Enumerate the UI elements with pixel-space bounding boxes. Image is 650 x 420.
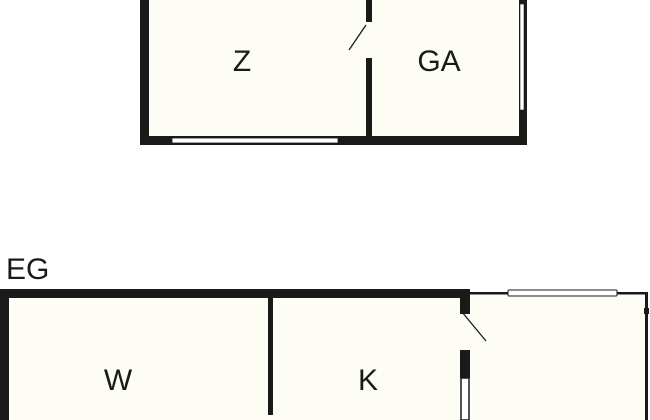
floor-label-eg: EG xyxy=(6,253,49,286)
wall xyxy=(366,0,372,22)
upper-floor-area xyxy=(140,0,527,145)
room-label-z: Z xyxy=(233,45,251,78)
ground-floor: W K xyxy=(0,289,649,420)
window xyxy=(171,137,339,144)
wall xyxy=(460,289,470,314)
wall xyxy=(644,308,649,314)
room-label-k: K xyxy=(358,364,378,397)
wall xyxy=(460,350,470,378)
room-label-w: W xyxy=(104,364,133,397)
wall xyxy=(268,298,273,415)
door xyxy=(461,311,487,342)
window xyxy=(507,289,618,297)
upper-floor: Z GA xyxy=(140,0,527,145)
ground-floor-extension xyxy=(470,292,647,420)
wall xyxy=(140,0,149,145)
window xyxy=(519,3,525,111)
door xyxy=(348,24,367,51)
wall xyxy=(0,289,470,298)
wall xyxy=(0,289,9,420)
wall xyxy=(645,292,648,420)
ground-floor-area xyxy=(0,289,470,420)
room-label-ga: GA xyxy=(417,45,460,78)
wall xyxy=(366,58,372,138)
wall-window xyxy=(460,377,470,420)
